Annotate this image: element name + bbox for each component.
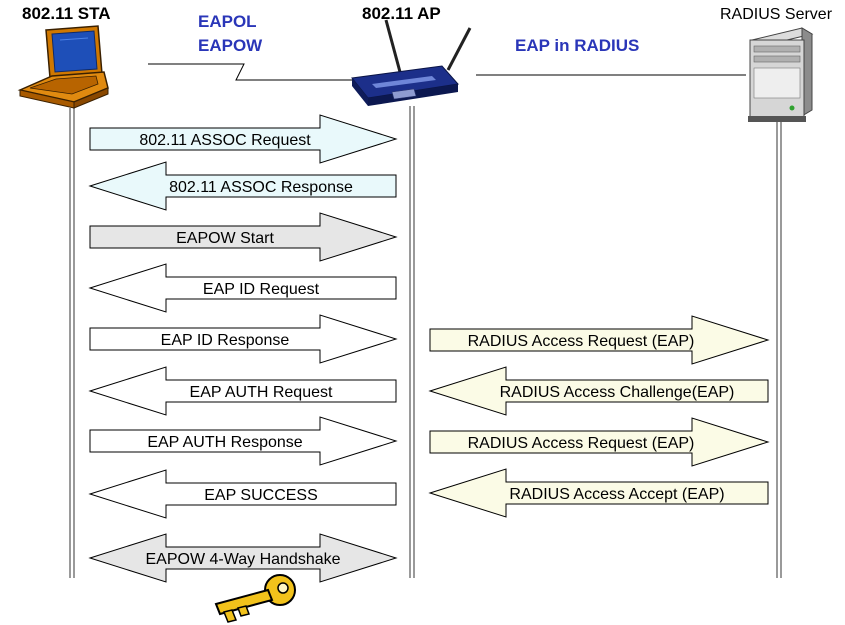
message-left-5: EAP ID Response xyxy=(89,314,398,364)
link-label-eapol: EAPOL xyxy=(198,12,257,31)
access-point-title: 802.11 AP xyxy=(362,4,441,23)
message-label: RADIUS Access Challenge(EAP) xyxy=(500,384,735,401)
message-label: RADIUS Access Request (EAP) xyxy=(468,333,695,350)
message-right-2: RADIUS Access Challenge(EAP) xyxy=(428,366,769,416)
arrow-shape xyxy=(88,469,397,519)
message-label: EAP ID Response xyxy=(161,332,290,349)
message-left-7: EAP AUTH Response xyxy=(89,416,398,466)
ap-lifeline xyxy=(409,106,415,578)
arrow-shape xyxy=(428,366,769,416)
wireless-link-line xyxy=(148,63,352,81)
message-right-3: RADIUS Access Request (EAP) xyxy=(429,417,770,467)
message-left-6: EAP AUTH Request xyxy=(88,366,397,416)
sta-lifeline xyxy=(69,108,75,578)
arrow-shape xyxy=(88,263,397,313)
link-label-eap-in-radius: EAP in RADIUS xyxy=(515,36,640,55)
message-arrows: 802.11 ASSOC Request 802.11 ASSOC Respons… xyxy=(88,114,770,583)
message-right-1: RADIUS Access Request (EAP) xyxy=(429,315,770,365)
message-left-4: EAP ID Request xyxy=(88,263,397,313)
message-label: EAP AUTH Request xyxy=(190,384,333,401)
message-label: EAPOW Start xyxy=(176,230,274,247)
message-label: EAPOW 4-Way Handshake xyxy=(145,551,340,568)
message-left-2: 802.11 ASSOC Response xyxy=(88,161,397,211)
message-label: EAP SUCCESS xyxy=(204,487,318,504)
message-left-9: EAPOW 4-Way Handshake xyxy=(88,533,398,583)
arrow-shape xyxy=(429,417,770,467)
message-left-8: EAP SUCCESS xyxy=(88,469,397,519)
server-lifeline xyxy=(776,122,782,578)
laptop-icon xyxy=(17,25,109,109)
arrow-shape xyxy=(88,161,397,211)
message-label: EAP ID Request xyxy=(203,281,320,298)
arrow-shape xyxy=(89,114,398,164)
server-icon xyxy=(748,27,814,122)
message-left-3: EAPOW Start xyxy=(89,212,398,262)
message-right-4: RADIUS Access Accept (EAP) xyxy=(428,468,769,518)
message-label: 802.11 ASSOC Request xyxy=(139,132,311,149)
link-label-eapow: EAPOW xyxy=(198,36,263,55)
message-left-1: 802.11 ASSOC Request xyxy=(89,114,398,164)
radius-server-title: RADIUS Server xyxy=(720,6,833,23)
arrow-shape xyxy=(89,416,398,466)
arrow-shape xyxy=(89,314,398,364)
wireless-router-icon xyxy=(351,19,472,106)
message-label: RADIUS Access Request (EAP) xyxy=(468,435,695,452)
arrow-shape xyxy=(88,533,398,583)
message-label: EAP AUTH Response xyxy=(147,434,302,451)
message-label: RADIUS Access Accept (EAP) xyxy=(509,486,724,503)
arrow-shape xyxy=(89,212,398,262)
message-label: 802.11 ASSOC Response xyxy=(169,179,353,196)
station-title: 802.11 STA xyxy=(22,4,111,23)
arrow-shape xyxy=(429,315,770,365)
arrow-shape xyxy=(88,366,397,416)
key-icon xyxy=(214,574,296,623)
arrow-shape xyxy=(428,468,769,518)
